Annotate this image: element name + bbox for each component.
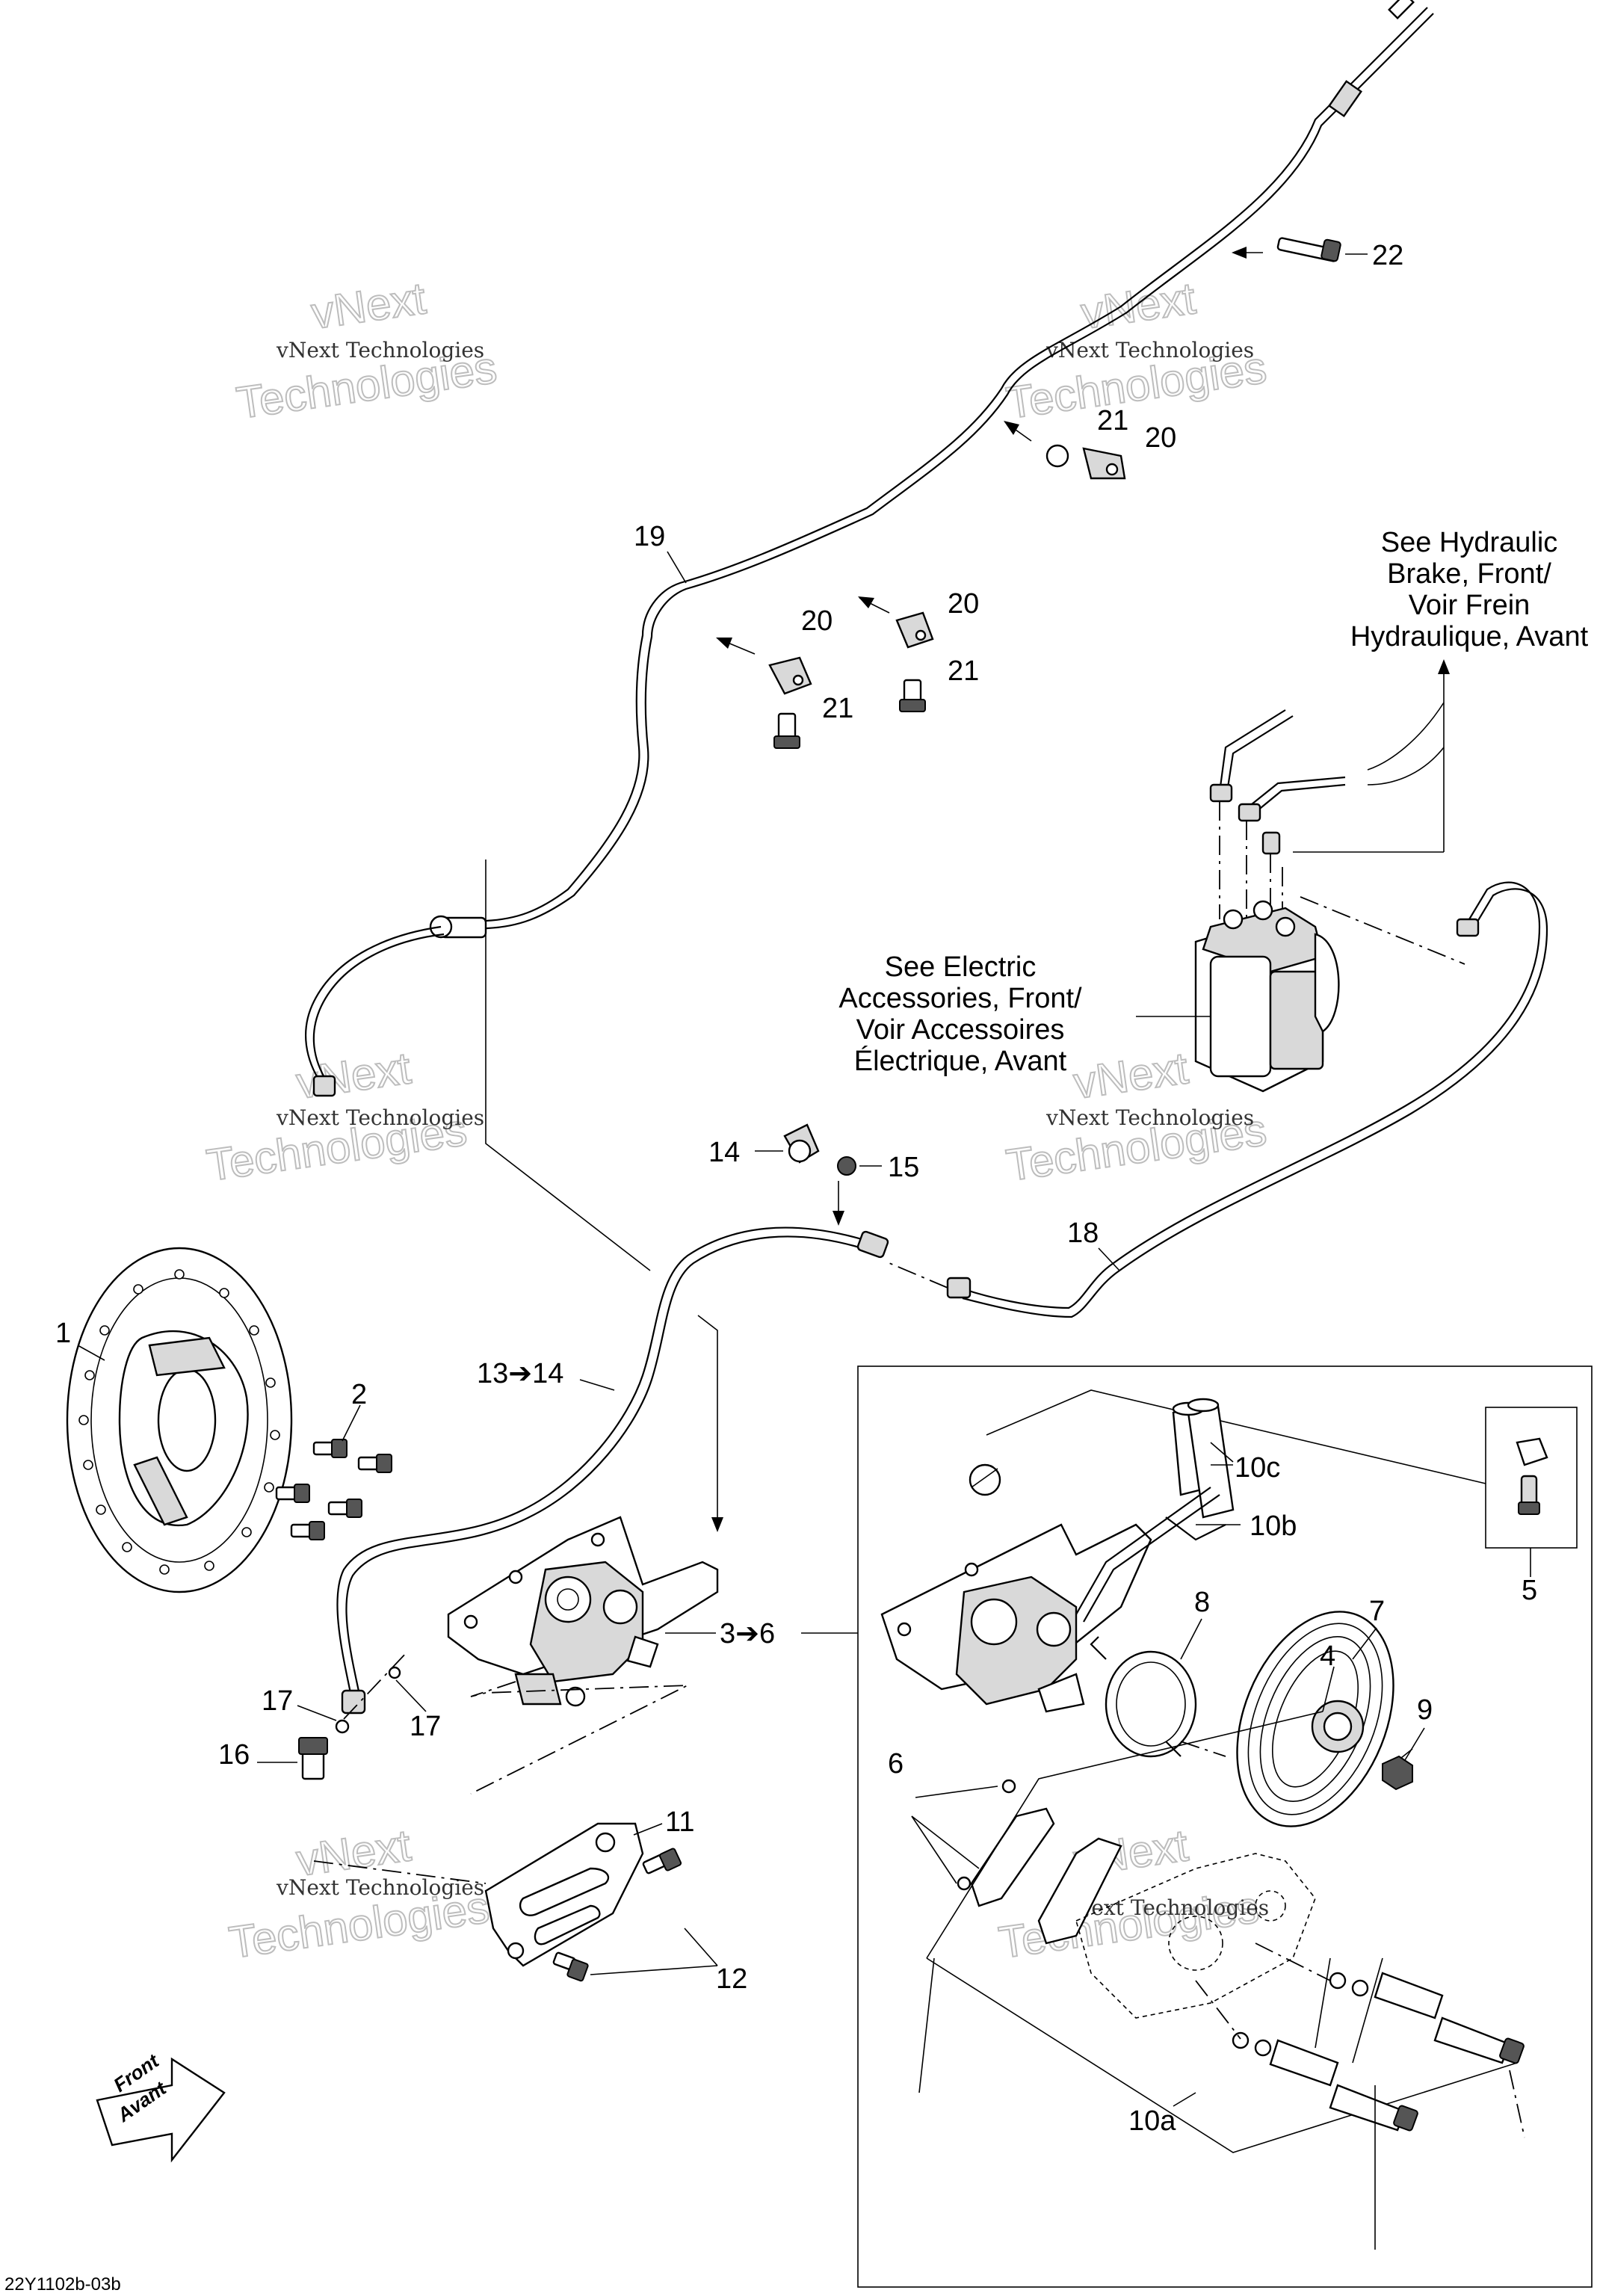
svg-text:vNext Technologies: vNext Technologies <box>276 338 484 362</box>
note-hydraulic: See Hydraulic Brake, Front/ Voir Frein H… <box>1293 527 1589 853</box>
label-8: 8 <box>1194 1587 1210 1618</box>
svg-text:Électrique, Avant: Électrique, Avant <box>854 1045 1067 1077</box>
label-21-middle: 21 <box>822 693 853 724</box>
svg-text:Brake, Front/: Brake, Front/ <box>1387 558 1551 590</box>
part-14-15-fitting <box>755 1123 882 1176</box>
watermark-3: vNext Technologies vNext Technologies <box>203 1042 484 1191</box>
label-14: 14 <box>708 1137 740 1168</box>
part-5-bleeder-box <box>969 1389 1578 1577</box>
label-22: 22 <box>1372 240 1403 271</box>
svg-text:vNext: vNext <box>1078 273 1199 339</box>
part-4-caliper-body <box>926 1666 1518 2153</box>
part-22-bolt <box>1232 237 1368 262</box>
part-8-spring <box>1090 1636 1197 1758</box>
label-9: 9 <box>1417 1694 1433 1726</box>
svg-text:vNext Technologies: vNext Technologies <box>1045 1105 1254 1130</box>
label-1: 1 <box>55 1318 71 1349</box>
label-18: 18 <box>1067 1218 1099 1249</box>
front-direction-badge: Front Avant <box>96 2049 226 2163</box>
svg-text:vNext: vNext <box>308 273 429 339</box>
part-16-17-banjo <box>298 1651 408 1780</box>
label-20-right: 20 <box>948 588 979 620</box>
part-12-bracket-bolts <box>552 1848 718 1982</box>
label-10a: 10a <box>1128 2105 1176 2137</box>
abs-module <box>1194 709 1465 1093</box>
part-1-brake-disc <box>66 1247 293 1593</box>
part-6-brake-pads <box>911 1779 1122 1945</box>
svg-text:vNext: vNext <box>1070 1043 1191 1108</box>
svg-text:See Electric: See Electric <box>885 951 1037 983</box>
label-21-upper: 21 <box>1097 405 1128 436</box>
label-16: 16 <box>218 1739 250 1771</box>
label-10c: 10c <box>1235 1452 1280 1484</box>
part-20-21-clip-upper <box>1004 421 1126 480</box>
label-10b: 10b <box>1250 1510 1297 1542</box>
label-21-right: 21 <box>948 655 979 687</box>
label-3-6: 3➔6 <box>720 1618 775 1650</box>
svg-text:vNext: vNext <box>293 1043 414 1108</box>
svg-text:vNext Technologies: vNext Technologies <box>276 1105 484 1130</box>
label-17-right: 17 <box>410 1711 441 1742</box>
svg-text:Hydraulique, Avant: Hydraulique, Avant <box>1350 621 1589 652</box>
svg-text:See Hydraulic: See Hydraulic <box>1381 527 1558 558</box>
part-10a-guide-pins <box>918 1942 1525 2250</box>
label-17-left: 17 <box>262 1685 293 1717</box>
svg-text:Voir Accessoires: Voir Accessoires <box>856 1014 1065 1046</box>
part-20-21-clip-middle <box>716 596 934 749</box>
part-9-nut <box>1382 1748 1413 1791</box>
part-11-bracket <box>313 1822 644 1967</box>
caliper-assembly-main <box>447 1516 719 1707</box>
label-20-upper: 20 <box>1145 422 1176 454</box>
part-2-disc-bolts <box>275 1404 392 1540</box>
watermark-1: vNext Technologies vNext Technologies <box>232 272 500 429</box>
svg-text:vNext Technologies: vNext Technologies <box>1045 338 1254 362</box>
label-2: 2 <box>351 1379 367 1410</box>
brake-line-18 <box>889 881 1548 1318</box>
svg-text:Accessories, Front/: Accessories, Front/ <box>838 983 1082 1014</box>
detail-box <box>857 1365 1593 2288</box>
label-15: 15 <box>888 1152 919 1183</box>
label-11: 11 <box>665 1806 694 1838</box>
label-19: 19 <box>634 521 665 552</box>
svg-text:Voir Frein: Voir Frein <box>1409 590 1530 621</box>
label-6: 6 <box>888 1748 904 1780</box>
label-4: 4 <box>1320 1641 1335 1672</box>
label-12: 12 <box>716 1963 747 1995</box>
note-electric: See Electric Accessories, Front/ Voir Ac… <box>838 951 1211 1077</box>
label-7: 7 <box>1369 1596 1385 1627</box>
brake-line-13 <box>336 1181 889 1715</box>
watermark-5: vNext Technologies vNext Technologies <box>225 1819 492 1969</box>
label-13-14: 13➔14 <box>477 1358 563 1389</box>
part-10-caliper-detail <box>880 1398 1241 1713</box>
drawing-code: 22Y1102b-03b <box>4 2274 121 2295</box>
svg-text:vNext Technologies: vNext Technologies <box>276 1875 484 1900</box>
label-5: 5 <box>1522 1575 1537 1606</box>
part-7-shield <box>1236 1611 1394 1827</box>
brake-line-19 <box>305 0 1434 1097</box>
label-20-middle: 20 <box>801 605 833 637</box>
